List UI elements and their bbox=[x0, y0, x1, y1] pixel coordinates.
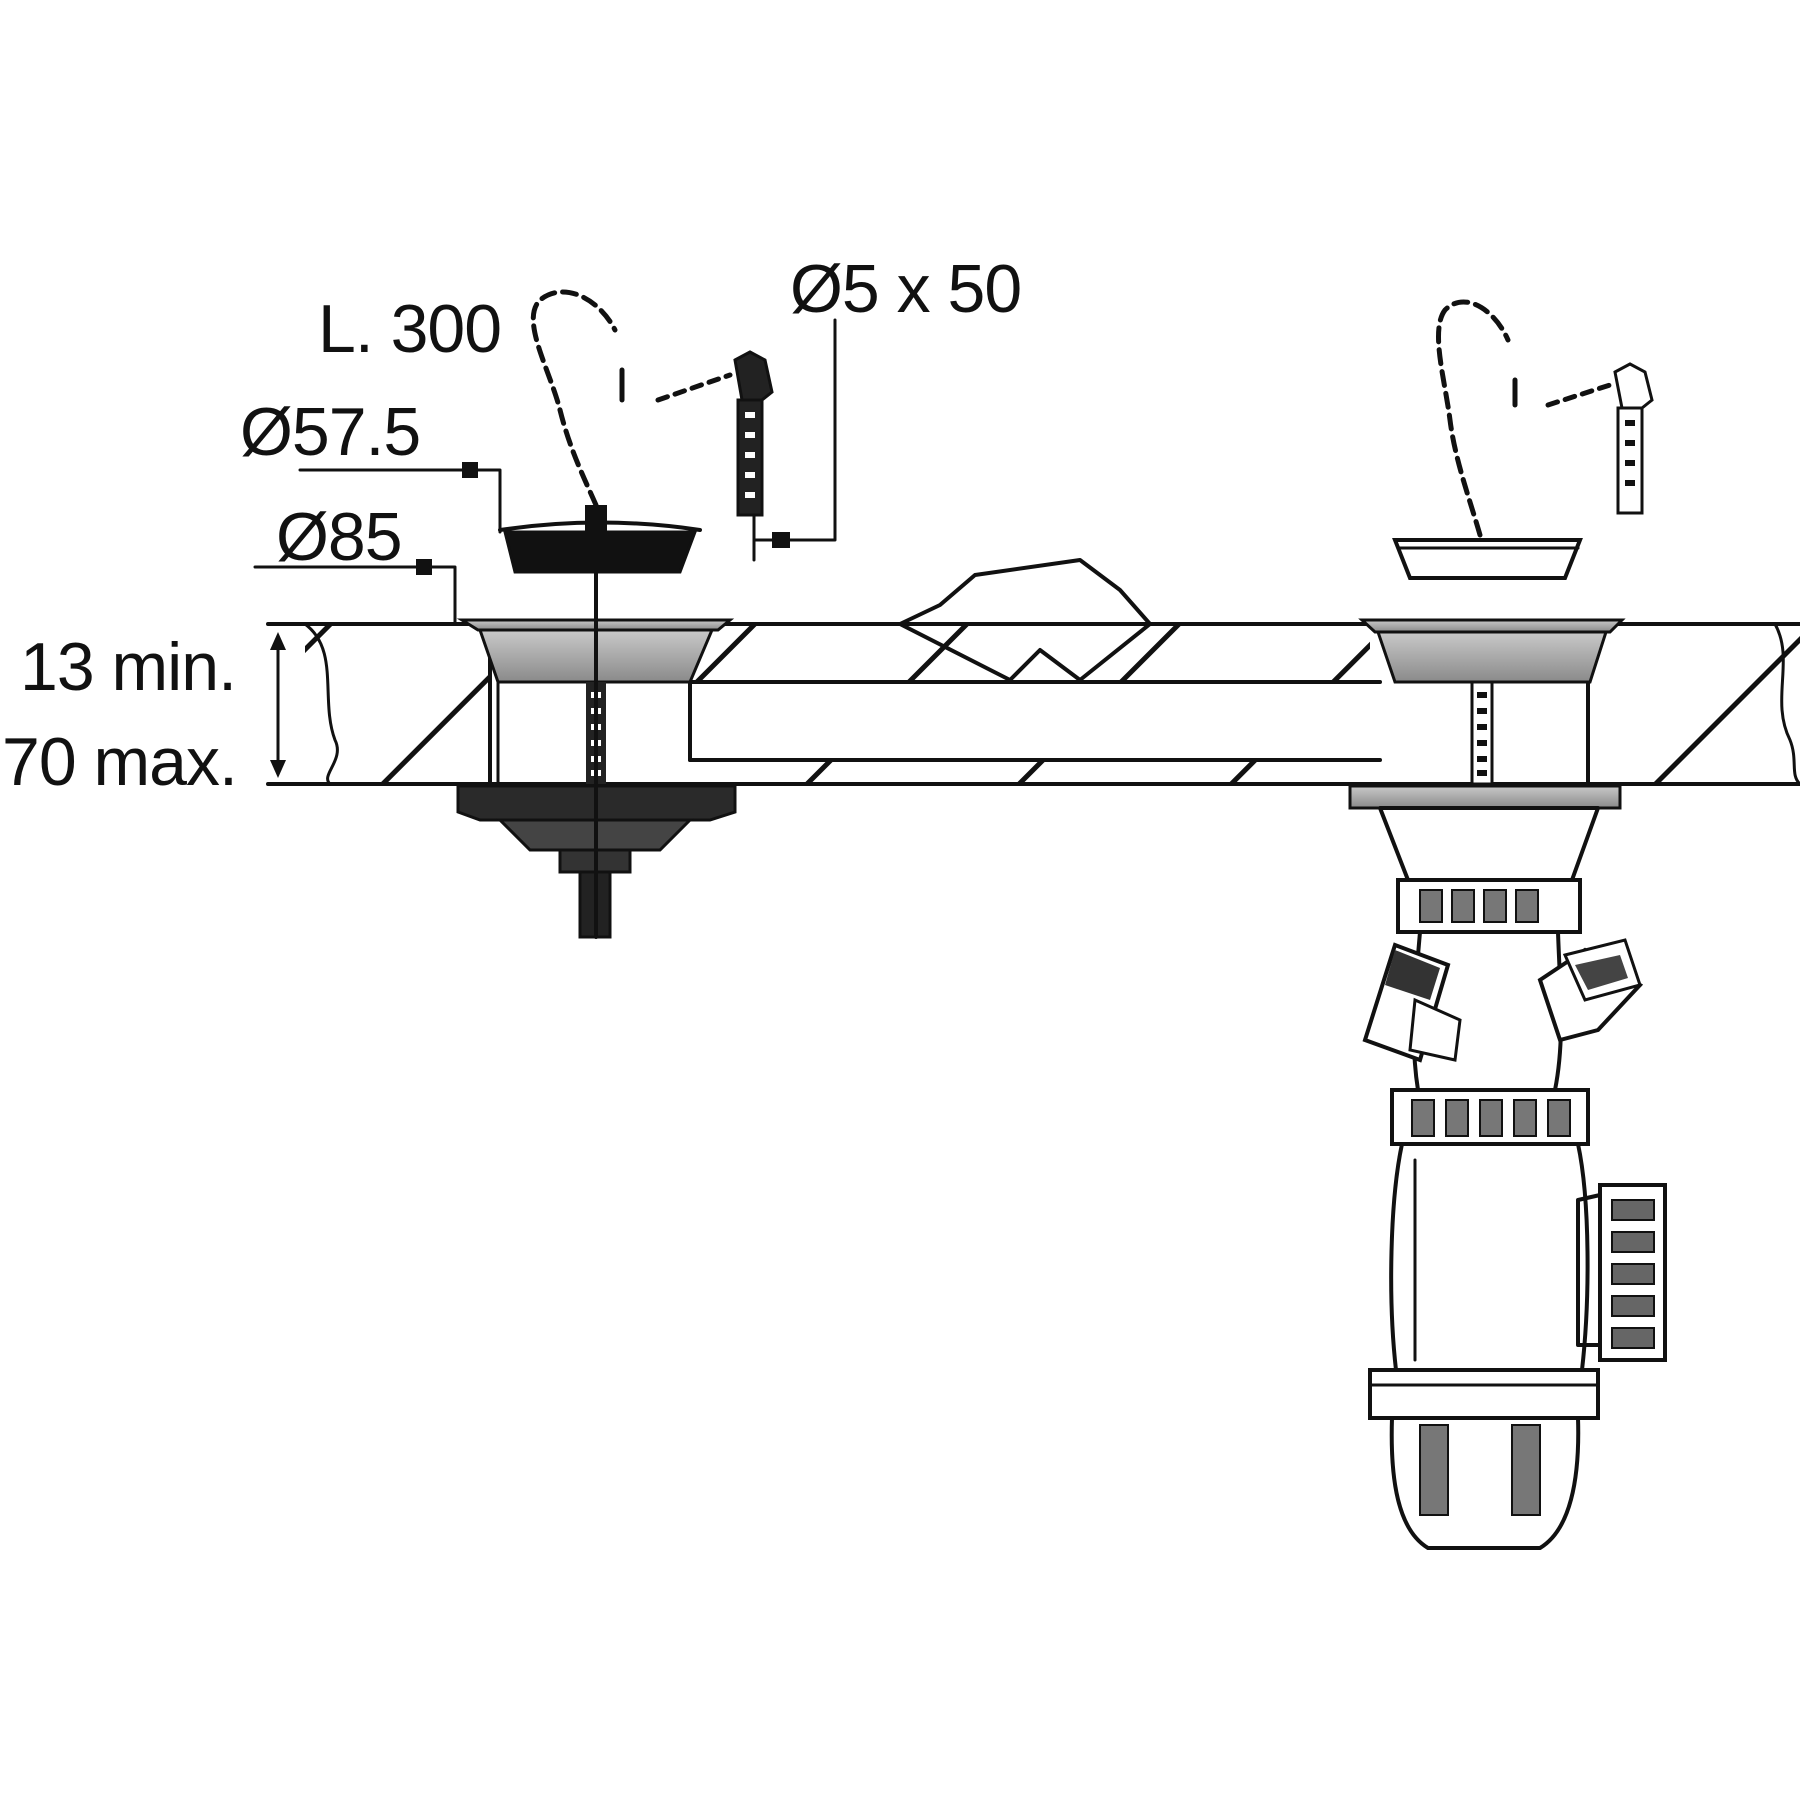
inner-diameter-label: Ø57.5 bbox=[240, 394, 420, 470]
right-chain bbox=[1436, 299, 1613, 538]
left-basket-strainer bbox=[456, 538, 737, 939]
left-chain bbox=[530, 289, 733, 508]
right-plug bbox=[1392, 538, 1583, 580]
left-plug bbox=[498, 505, 702, 574]
outer-diameter-label: Ø85 bbox=[276, 499, 402, 575]
thickness-max-label: 70 max. bbox=[2, 724, 237, 800]
chain-length-label: L. 300 bbox=[318, 291, 501, 367]
thickness-min-label: 13 min. bbox=[20, 629, 236, 705]
pin-size-label: Ø5 x 50 bbox=[790, 251, 1021, 327]
bottle-siphon bbox=[1362, 806, 1667, 1550]
worktop-section bbox=[266, 558, 1800, 786]
right-basket-strainer bbox=[1348, 618, 1626, 810]
left-chain-pin bbox=[733, 350, 774, 562]
right-chain-pin bbox=[1613, 362, 1654, 515]
dimension-lines bbox=[253, 318, 837, 778]
